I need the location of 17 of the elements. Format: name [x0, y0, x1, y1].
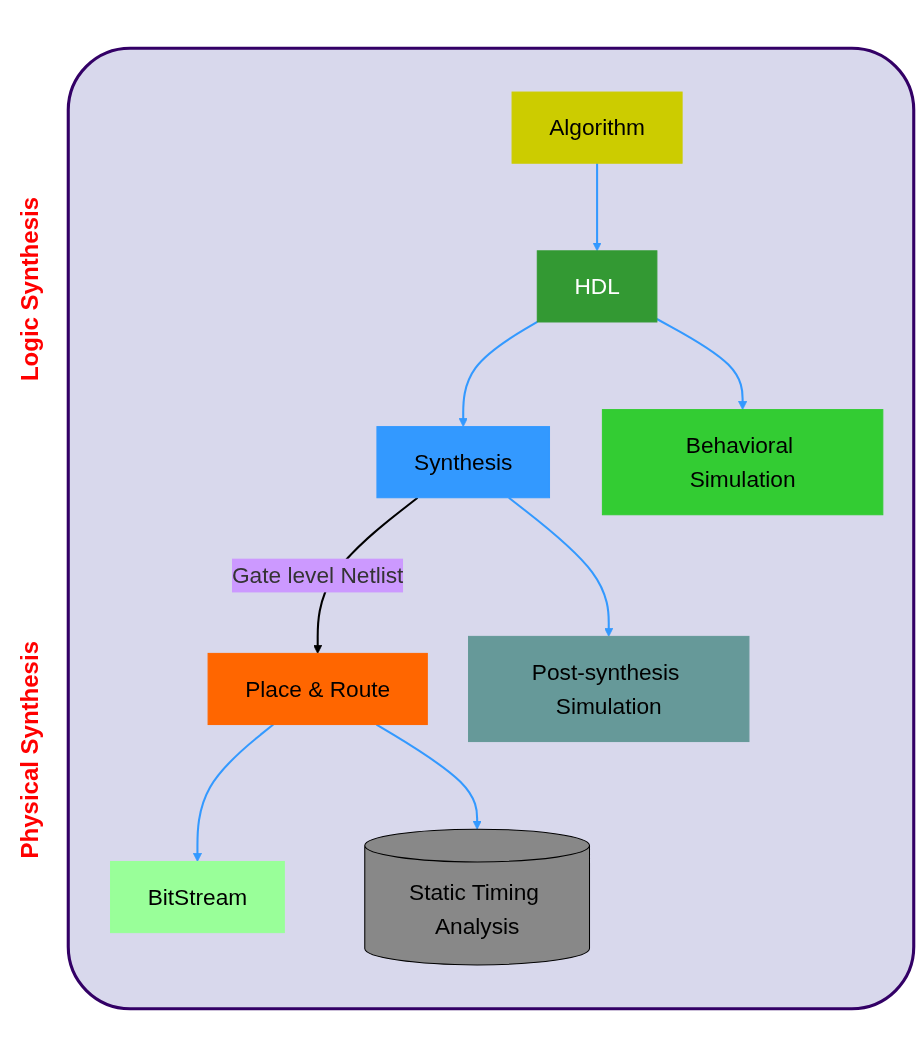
- cluster: [66, 46, 916, 1010]
- node-box: Synthesis: [376, 425, 551, 498]
- side-label: Physical Synthesis: [16, 641, 44, 859]
- arrow: [592, 162, 602, 251]
- node-box: Post-synthesis Simulation: [468, 635, 750, 742]
- edge-label: Gate level Netlist: [231, 562, 404, 588]
- node-box: Behavioral Simulation: [601, 408, 884, 515]
- arrow: [376, 723, 482, 830]
- arrow: [192, 723, 274, 862]
- node-box: Place & Route: [207, 652, 428, 725]
- node-box: Algorithm: [511, 91, 683, 164]
- arrow: [508, 496, 614, 637]
- node-box: BitStream: [110, 860, 285, 933]
- node-box: HDL: [536, 249, 658, 322]
- arrow: [656, 317, 748, 410]
- side-label: Logic Synthesis: [16, 197, 44, 382]
- arrow: [458, 320, 538, 427]
